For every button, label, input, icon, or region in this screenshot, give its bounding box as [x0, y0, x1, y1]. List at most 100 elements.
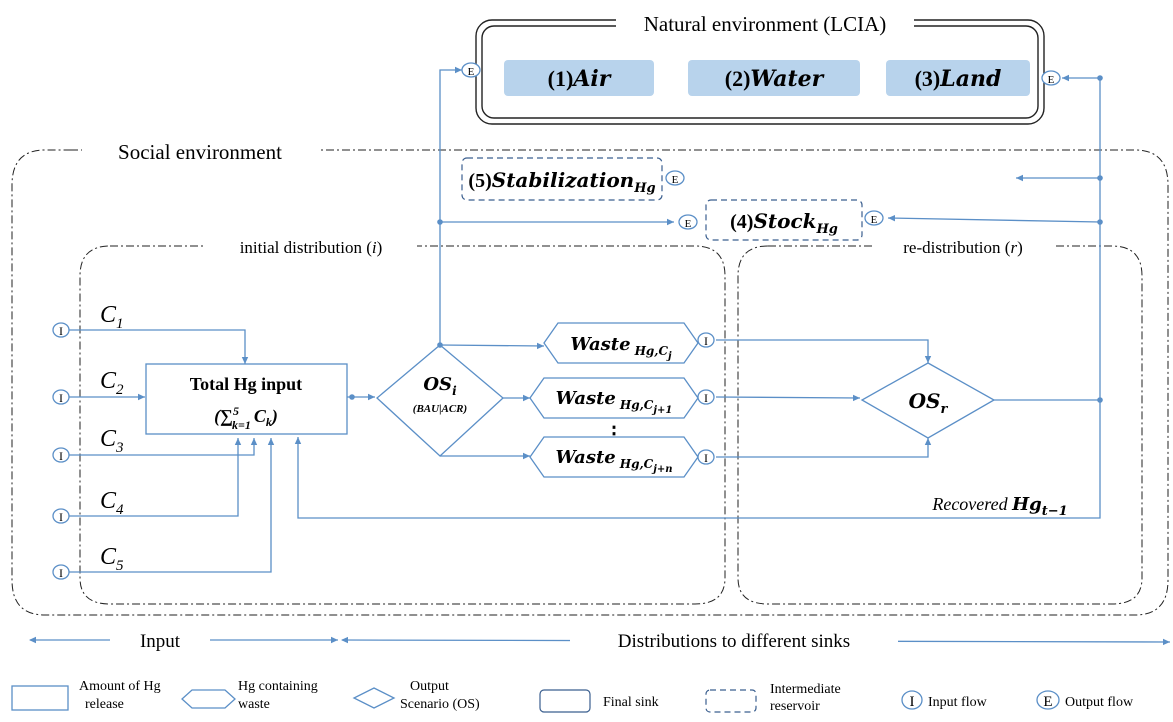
svg-text:I: I [704, 391, 708, 405]
svg-text:(1)Air: (1)Air [548, 66, 612, 92]
svg-text:I: I [910, 694, 915, 710]
svg-text:I: I [59, 566, 63, 580]
output-marker-air: E [461, 62, 481, 78]
final-sink-land: (3)Land [886, 60, 1030, 96]
svg-text:Distributions to different sin: Distributions to different sinks [618, 631, 850, 652]
recovered-label: Recovered Hgt−1 [931, 494, 1067, 519]
input-marker-c2: I [52, 389, 70, 405]
flow-input-c1 [68, 329, 249, 364]
bottom-input-arrow: Input [29, 628, 338, 652]
flow-waste-j-to-osr [716, 339, 932, 363]
input-marker-waste-j1: I [697, 389, 715, 405]
initial-distribution-label: initial distribution (i) [240, 238, 383, 257]
input-marker-waste-j: I [697, 332, 715, 348]
svg-text:OSr: OSr [909, 389, 949, 417]
svg-text:E: E [672, 174, 679, 186]
flow-input-c4 [68, 438, 242, 517]
input-label-c3: C3 [100, 426, 124, 456]
input-marker-c1: I [52, 322, 70, 338]
svg-text:I: I [704, 334, 708, 348]
final-sink-water: (2)Water [688, 60, 860, 96]
output-marker-land: E [1041, 70, 1061, 86]
social-environment-boundary: Social environment [11, 137, 1169, 616]
legend-os: Output Scenario (OS) [352, 679, 480, 712]
svg-text:reservoir: reservoir [770, 699, 820, 714]
svg-text:Final sink: Final sink [603, 695, 659, 710]
svg-text:(∑5k=1Ck): (∑5k=1Ck) [214, 404, 278, 432]
svg-text:I: I [59, 324, 63, 338]
legend-input-flow: I Input flow [901, 690, 988, 710]
natural-environment-title: Natural environment (LCIA) [644, 12, 887, 36]
svg-text:E: E [1043, 694, 1052, 710]
svg-text:Input: Input [140, 631, 181, 652]
reservoir-stock: (4)StockHg [705, 199, 863, 241]
flow-osi-to-air [439, 66, 462, 345]
input-marker-c4: I [52, 508, 70, 524]
input-label-c1: C1 [100, 302, 124, 332]
input-marker-c3: I [52, 447, 70, 463]
legend: Amount of Hg release Hg containing waste… [11, 679, 1134, 714]
input-label-c4: C4 [100, 488, 124, 518]
svg-text:(BAU|ACR): (BAU|ACR) [413, 403, 467, 415]
input-marker-waste-jn: I [697, 449, 715, 465]
svg-text:OSi: OSi [423, 374, 457, 398]
input-marker-c5: I [52, 564, 70, 580]
legend-output-flow: E Output flow [1036, 690, 1134, 710]
natural-environment-box: Natural environment (LCIA) [475, 8, 1045, 125]
svg-text:Hg containing: Hg containing [238, 679, 318, 694]
redistribution-label: re-distribution (r) [903, 238, 1022, 257]
svg-text:release: release [85, 697, 124, 712]
svg-text:(2)Water: (2)Water [725, 66, 825, 92]
flow-input-c3 [68, 438, 258, 456]
input-flow-markers: I I I I I I I I [52, 322, 715, 580]
legend-final-sink: Final sink [539, 689, 659, 713]
output-marker-stock-right: E [864, 210, 884, 226]
svg-text:(5)StabilizationHg: (5)StabilizationHg [468, 168, 655, 196]
flow-osi-to-waste-j [439, 342, 545, 350]
bottom-distribution-arrow: Distributions to different sinks [341, 628, 1171, 652]
svg-text:I: I [59, 449, 63, 463]
svg-text:E: E [871, 214, 878, 226]
output-marker-stock-left: E [678, 214, 698, 230]
legend-amount: Amount of Hg release [11, 679, 161, 712]
svg-text:I: I [704, 451, 708, 465]
svg-text:Scenario (OS): Scenario (OS) [400, 697, 480, 712]
flow-waste-jn-to-osr [716, 438, 932, 458]
social-environment-title: Social environment [118, 140, 282, 164]
input-label-c2: C2 [100, 368, 124, 398]
output-scenario-redistribution: OSr [860, 362, 996, 439]
initial-distribution-boundary: initial distribution (i) [79, 233, 726, 605]
input-label-c5: C5 [100, 544, 124, 574]
flow-input-c5 [68, 438, 275, 573]
svg-text:Input flow: Input flow [928, 695, 988, 710]
legend-waste: Hg containing waste [181, 679, 318, 712]
svg-text:(4)StockHg: (4)StockHg [730, 209, 838, 237]
legend-reservoir: Intermediate reservoir [705, 682, 841, 714]
svg-text:I: I [59, 510, 63, 524]
final-sink-air: (1)Air [504, 60, 654, 96]
svg-text:(3)Land: (3)Land [915, 66, 1002, 92]
flow-recovered [294, 400, 1101, 519]
reservoir-stabilization: (5)StabilizationHg [461, 157, 663, 201]
svg-text:E: E [468, 66, 475, 78]
svg-text:Total Hg input: Total Hg input [190, 374, 302, 394]
junction-dots [349, 75, 1103, 403]
output-flow-markers: E E E E E [461, 62, 1061, 230]
flow-waste-j1-to-osr [715, 394, 861, 402]
svg-text:Output flow: Output flow [1065, 695, 1134, 710]
svg-text:Output: Output [410, 679, 449, 694]
output-marker-stabilization: E [665, 170, 685, 186]
svg-text:I: I [59, 391, 63, 405]
svg-text:E: E [1048, 74, 1055, 86]
output-scenario-initial: OSi (BAU|ACR) [376, 344, 504, 457]
svg-text:waste: waste [238, 697, 270, 712]
flow-to-stock [887, 214, 1101, 223]
